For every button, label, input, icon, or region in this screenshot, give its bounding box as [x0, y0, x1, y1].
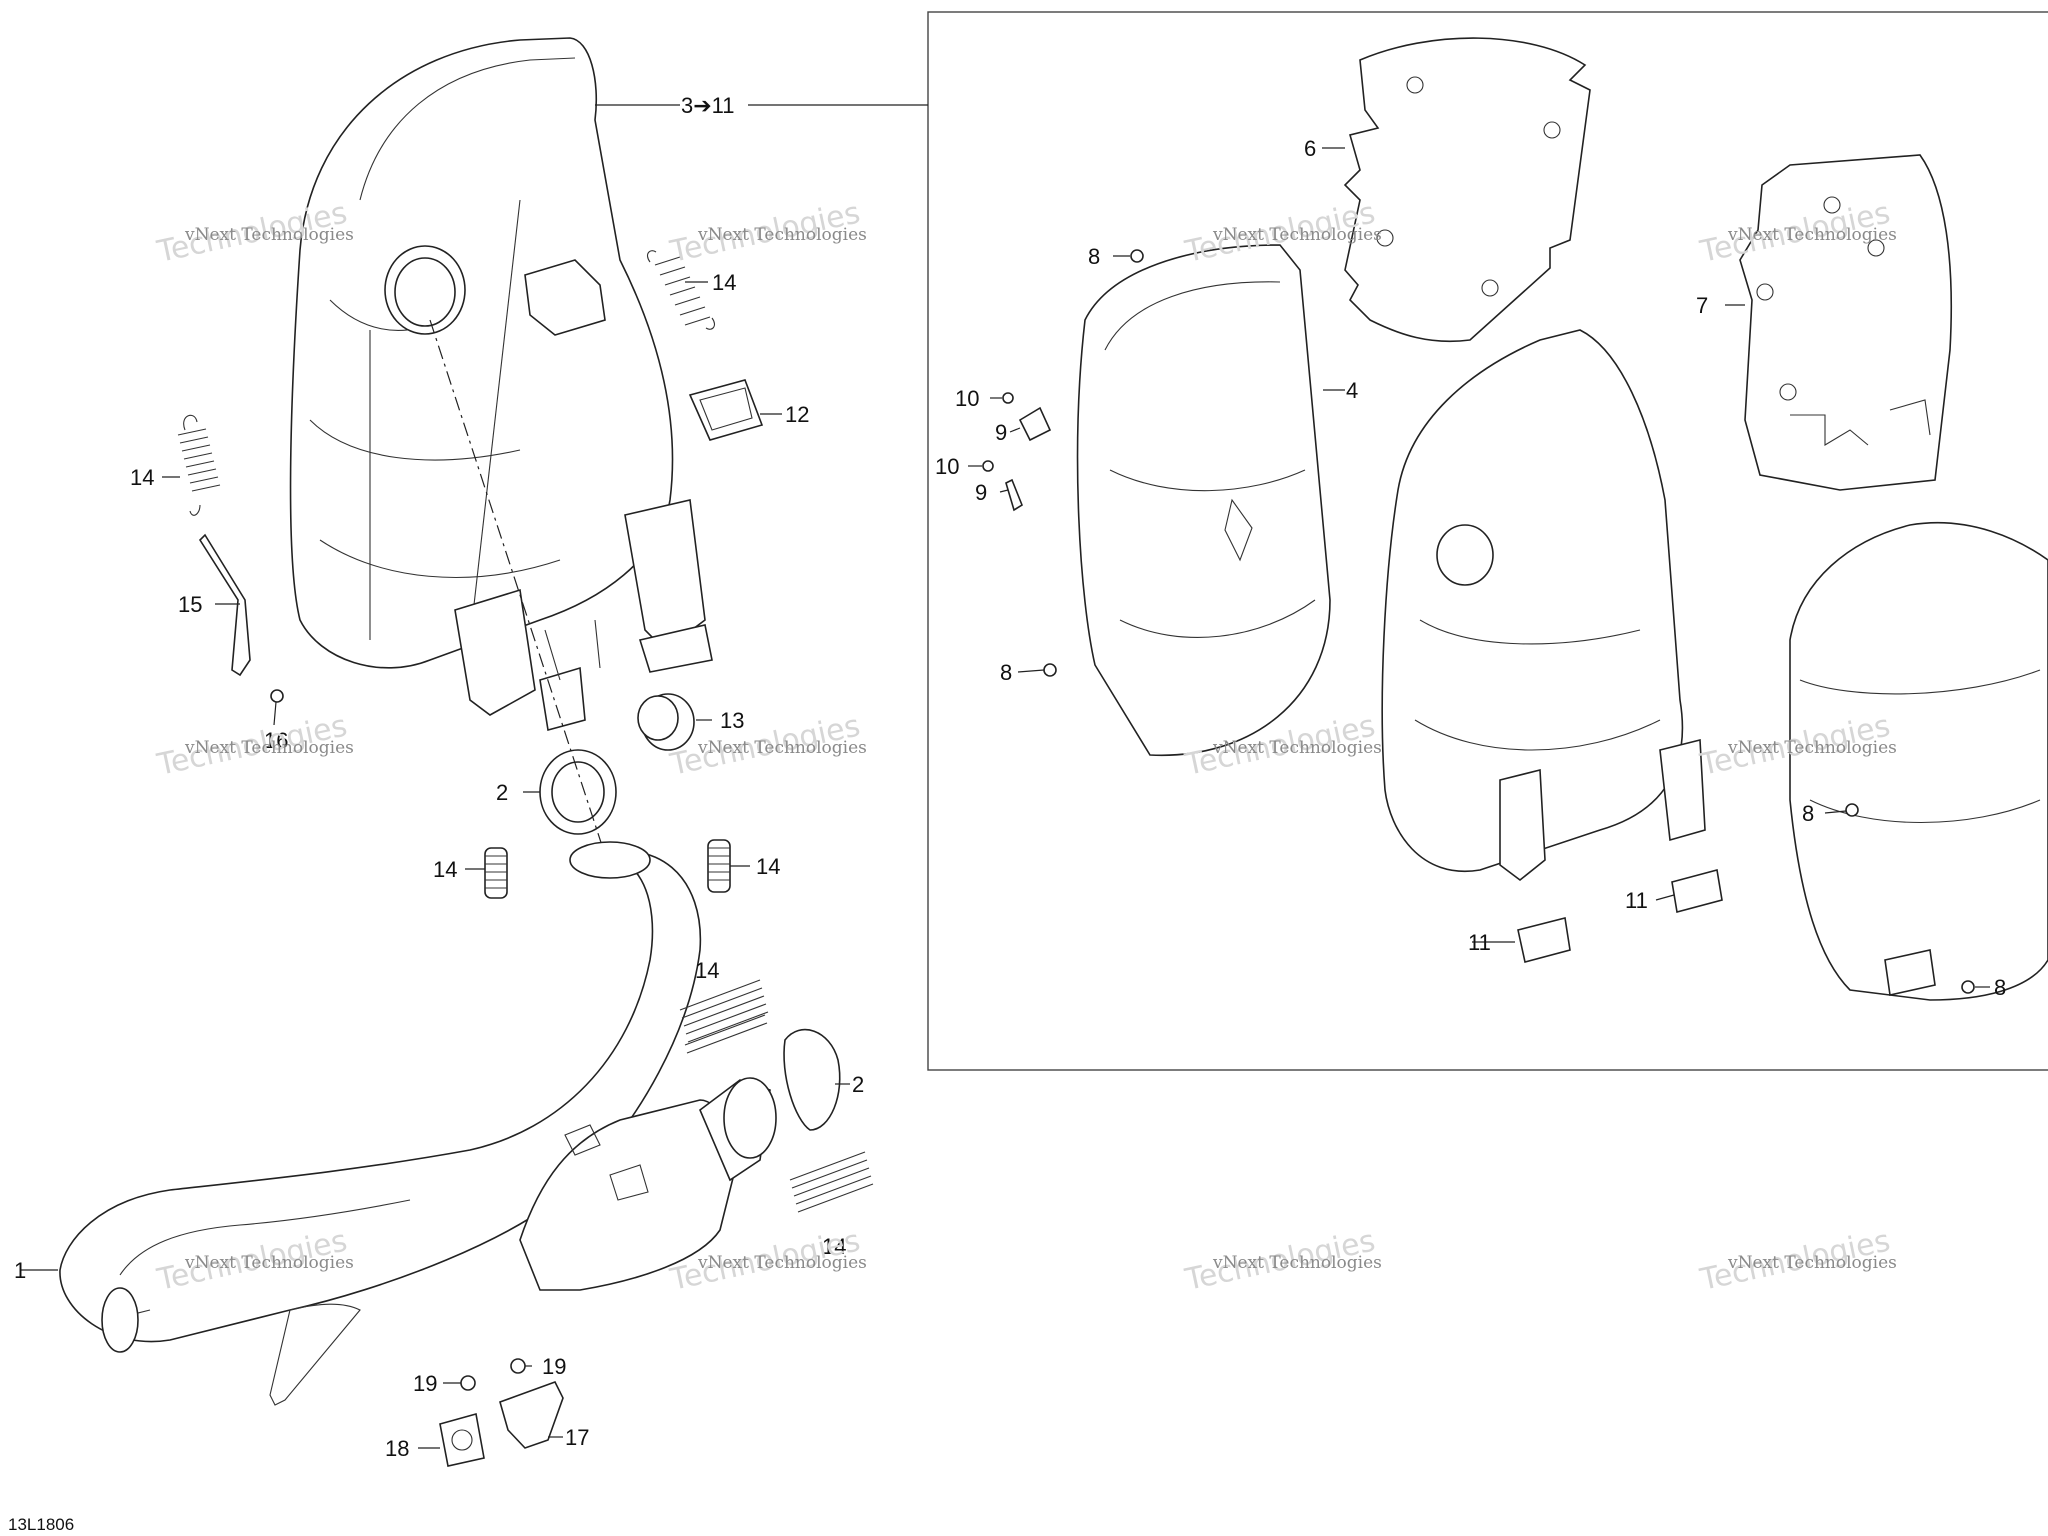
grommet-12	[688, 379, 764, 441]
callout-3-11: 3➔11	[681, 93, 735, 118]
watermark-small: vNext Technologies	[1727, 225, 1897, 245]
springs-lower-left	[679, 979, 769, 1054]
clip-9-upper	[1018, 406, 1052, 442]
springs-lower-right	[789, 1151, 874, 1213]
spring-mid-right	[707, 839, 731, 893]
screw-19-left	[460, 1375, 476, 1391]
callout-18: 18	[385, 1436, 409, 1461]
clamp-bracket-17	[499, 1381, 564, 1449]
muffler-inner	[1381, 329, 1706, 882]
callout-15: 15	[178, 592, 202, 617]
spring-upper	[647, 250, 715, 330]
callout-8-top: 8	[1088, 244, 1100, 269]
callout-14-mid-left: 14	[433, 857, 457, 882]
watermark-small: vNext Technologies	[1727, 1253, 1897, 1273]
callout-10-upper: 10	[955, 386, 979, 411]
screw-8-low	[1043, 663, 1057, 677]
callout-2-upper: 2	[496, 780, 508, 805]
callout-8-low: 8	[1000, 660, 1012, 685]
watermark-small: vNext Technologies	[184, 1253, 354, 1273]
watermark-small: vNext Technologies	[697, 1253, 867, 1273]
gasket-ring	[539, 749, 617, 835]
heat-shield-7	[1739, 154, 1952, 491]
watermark-small: vNext Technologies	[1212, 225, 1382, 245]
screw-8-bottom	[1961, 980, 1975, 994]
bumper-11-left	[1517, 917, 1571, 963]
callout-12: 12	[785, 402, 809, 427]
callout-14-left: 14	[130, 465, 154, 490]
callout-14-mid-right: 14	[756, 854, 780, 879]
screw-19-right	[510, 1358, 526, 1374]
watermark-small: vNext Technologies	[184, 225, 354, 245]
callout-9-upper: 9	[995, 420, 1007, 445]
callout-13: 13	[720, 708, 744, 733]
callout-19-right: 19	[542, 1354, 566, 1379]
screw-8-top	[1130, 249, 1144, 263]
heat-shield-6	[1343, 37, 1591, 343]
watermark-small: vNext Technologies	[697, 225, 867, 245]
watermark-small: vNext Technologies	[1212, 1253, 1382, 1273]
callout-11-right: 11	[1625, 888, 1648, 913]
clip-9-lower	[1005, 478, 1023, 512]
screw-10-lower	[982, 460, 994, 472]
spring-left	[177, 414, 221, 516]
spring-mid-left	[484, 847, 508, 899]
callout-16: 16	[264, 728, 288, 753]
callout-19-left: 19	[413, 1371, 437, 1396]
exhaust-pipe	[59, 841, 777, 1406]
callout-7: 7	[1696, 293, 1708, 318]
watermark-small: vNext Technologies	[1727, 738, 1897, 758]
muffler-cover-4	[1076, 244, 1331, 757]
grommet-18	[439, 1412, 485, 1467]
callout-8-bottom: 8	[1994, 975, 2006, 1000]
callout-14-upper: 14	[712, 270, 736, 295]
callout-8-shell: 8	[1802, 801, 1814, 826]
callout-11-left: 11	[1468, 930, 1491, 955]
muffler-main	[289, 37, 713, 732]
screw-10-upper	[1002, 392, 1014, 404]
bracket-15	[198, 533, 251, 677]
callout-14-lower-right: 14	[822, 1234, 846, 1259]
muffler-shell-right	[1789, 521, 2048, 1001]
callout-4: 4	[1346, 378, 1358, 403]
screw-8-shell	[1845, 803, 1859, 817]
watermark-small: vNext Technologies	[697, 738, 867, 758]
gasket-lower	[783, 1028, 841, 1131]
callout-9-lower: 9	[975, 480, 987, 505]
bumper-11-right	[1671, 869, 1723, 913]
callout-10-lower: 10	[935, 454, 959, 479]
callout-17: 17	[565, 1425, 589, 1450]
callout-6: 6	[1304, 136, 1316, 161]
watermark-small: vNext Technologies	[1212, 738, 1382, 758]
watermark-small: vNext Technologies	[184, 738, 354, 758]
screw-16	[270, 689, 284, 703]
callout-1: 1	[14, 1258, 26, 1283]
callout-2-lower: 2	[852, 1072, 864, 1097]
detail-frame	[927, 11, 2048, 1071]
plug-13	[637, 693, 695, 751]
diagram-code: 13L1806	[8, 1515, 74, 1534]
callout-14-lower-left: 14	[695, 958, 719, 983]
